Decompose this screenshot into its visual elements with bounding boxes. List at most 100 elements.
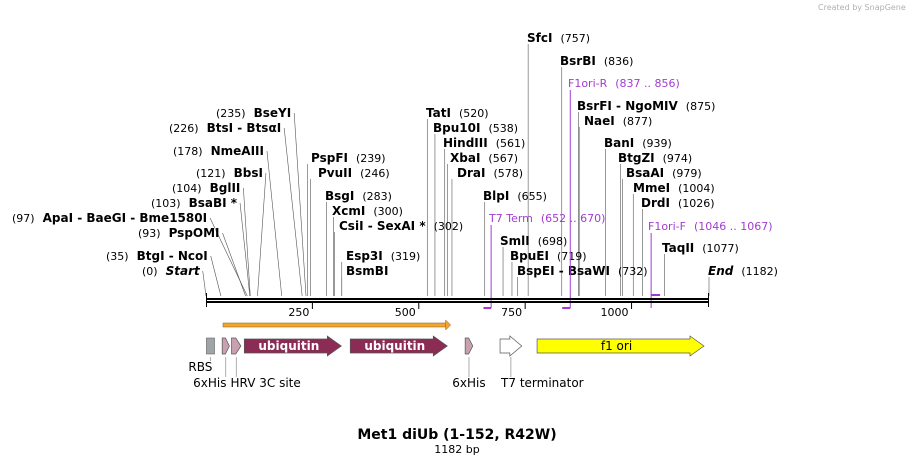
site-position: (561) [496, 137, 526, 150]
site-name: XcmI [332, 204, 365, 218]
site-name: MmeI [633, 181, 670, 195]
site-drdi: DrdI (1026) [641, 196, 715, 210]
site-connector [222, 232, 246, 297]
site-name: End [708, 264, 734, 278]
site-position: (698) [538, 235, 568, 248]
site-position: (93) [138, 227, 161, 240]
feature-hrv-3c-site: HRV 3C site [231, 337, 301, 390]
feature-label: 6xHis [193, 376, 226, 390]
site-name: SfcI [527, 31, 552, 45]
site-position: (655) [517, 190, 547, 203]
site-connector [210, 255, 222, 297]
site-name: TatI [426, 106, 451, 120]
site-bspei-bsawi: BspEI - BsaWI(732) [517, 264, 648, 278]
backbone-top-strand [206, 298, 709, 300]
feature-6xhis: 6xHis [452, 337, 486, 390]
site-position: (578) [493, 167, 523, 180]
site-name: BglII [210, 181, 241, 195]
feature-t7-terminator: T7 terminator [499, 335, 584, 390]
feature-ubiquitin: ubiquitin [243, 335, 342, 357]
backbone-start-cap [206, 293, 207, 307]
plasmid-length: 1182 bp [434, 443, 479, 456]
feature-label: HRV 3C site [231, 376, 301, 390]
site-name: DrdI [641, 196, 670, 210]
site-name: PvuII [318, 166, 352, 180]
site-position: (939) [642, 137, 672, 150]
site-position: (319) [391, 250, 421, 263]
site-name: BanI [604, 136, 634, 150]
primer-annotations: F1ori-R(837 .. 856)T7 Term(652 .. 670)F1… [483, 77, 773, 309]
site-connector [283, 127, 303, 297]
site-name: Esp3I [346, 249, 383, 263]
site-position: (567) [488, 152, 518, 165]
site-position: (1026) [678, 197, 715, 210]
site-connector-lines [202, 44, 710, 297]
feature-rbs: RBS [188, 337, 215, 374]
site-position: (1004) [678, 182, 715, 195]
dna-backbone [206, 293, 709, 307]
feature-label: RBS [188, 360, 212, 374]
site-bani: BanI (939) [604, 136, 672, 150]
site-position: (974) [663, 152, 693, 165]
site-name: HindIII [443, 136, 488, 150]
site-name: PspFI [311, 151, 348, 165]
site-position: (121) [196, 167, 226, 180]
site-csii-sexai: CsiI - SexAI *(302) [339, 219, 463, 233]
feature-ubiquitin: ubiquitin [349, 335, 448, 357]
site-name: BsgI [325, 189, 354, 203]
site-name: BtgZI [618, 151, 655, 165]
site-position: (1077) [702, 242, 739, 255]
site-nmeaiii: (178)NmeAIII [173, 144, 264, 158]
feature-shape [221, 337, 230, 355]
tick-mark [524, 303, 526, 309]
site-name: TaqII [662, 241, 694, 255]
site-name: BtsI - BtsαI [207, 121, 282, 135]
site-name: DraI [457, 166, 485, 180]
feature-label: f1 ori [601, 339, 632, 353]
site-taqii: TaqII (1077) [662, 241, 739, 255]
site-name: BbsI [234, 166, 263, 180]
site-position: (1182) [741, 265, 778, 278]
feature-shape [206, 337, 215, 355]
site-name: BsrBI [560, 54, 596, 68]
site-position: (97) [12, 212, 35, 225]
site-pspomi: (93)PspOMI [138, 226, 220, 240]
feature-track: RBS 6xHis HRV 3C site ubiquitin ubiquitin 6xH… [188, 319, 705, 390]
site-name: BsaAI [626, 166, 664, 180]
site-position: (538) [488, 122, 518, 135]
feature-6xhis: 6xHis [193, 337, 230, 390]
site-mmei: MmeI (1004) [633, 181, 715, 195]
site-connector [257, 172, 267, 297]
site-xcmi: XcmI(300) [332, 204, 403, 218]
site-bsgi: BsgI (283) [325, 189, 392, 203]
site-btsi-bts-i: (226)BtsI - BtsαI [169, 121, 281, 135]
feature-label: 6xHis [452, 376, 485, 390]
site-bseyi: (235)BseYI [216, 106, 291, 120]
site-apai-baegi-bme1580i: (97)ApaI - BaeGI - Bme1580I [12, 211, 207, 225]
site-position: (235) [216, 107, 246, 120]
feature-shape [499, 335, 523, 357]
feature-shape [349, 335, 448, 357]
map-title: Met1 diUb (1-152, R42W) 1182 bp [357, 427, 556, 456]
restriction-site-labels: SfcI(757)BsrBI(836)BsrFI - NgoMIV(875)Na… [12, 31, 778, 278]
primer-f1ori-f: F1ori-F(1046 .. 1067) [648, 220, 773, 308]
tick-mark [631, 303, 633, 309]
site-pvuii: PvuII(246) [318, 166, 390, 180]
site-smli: SmlI (698) [500, 234, 567, 248]
site-position: (719) [557, 250, 587, 263]
site-name: XbaI [450, 151, 480, 165]
site-name: CsiI - SexAI * [339, 219, 426, 233]
site-name: BsaBI * [189, 196, 238, 210]
site-position: (757) [560, 32, 590, 45]
site-name: BsrFI - NgoMIV [577, 99, 678, 113]
site-position: (283) [362, 190, 392, 203]
site-position: (35) [106, 250, 129, 263]
tick-label: 750 [501, 306, 522, 319]
site-bpuei: BpuEI(719) [510, 249, 587, 263]
orf-arrow [222, 319, 452, 331]
site-name: SmlI [500, 234, 530, 248]
tick-label: 1000 [601, 306, 629, 319]
site-name: BspEI - BsaWI [517, 264, 610, 278]
